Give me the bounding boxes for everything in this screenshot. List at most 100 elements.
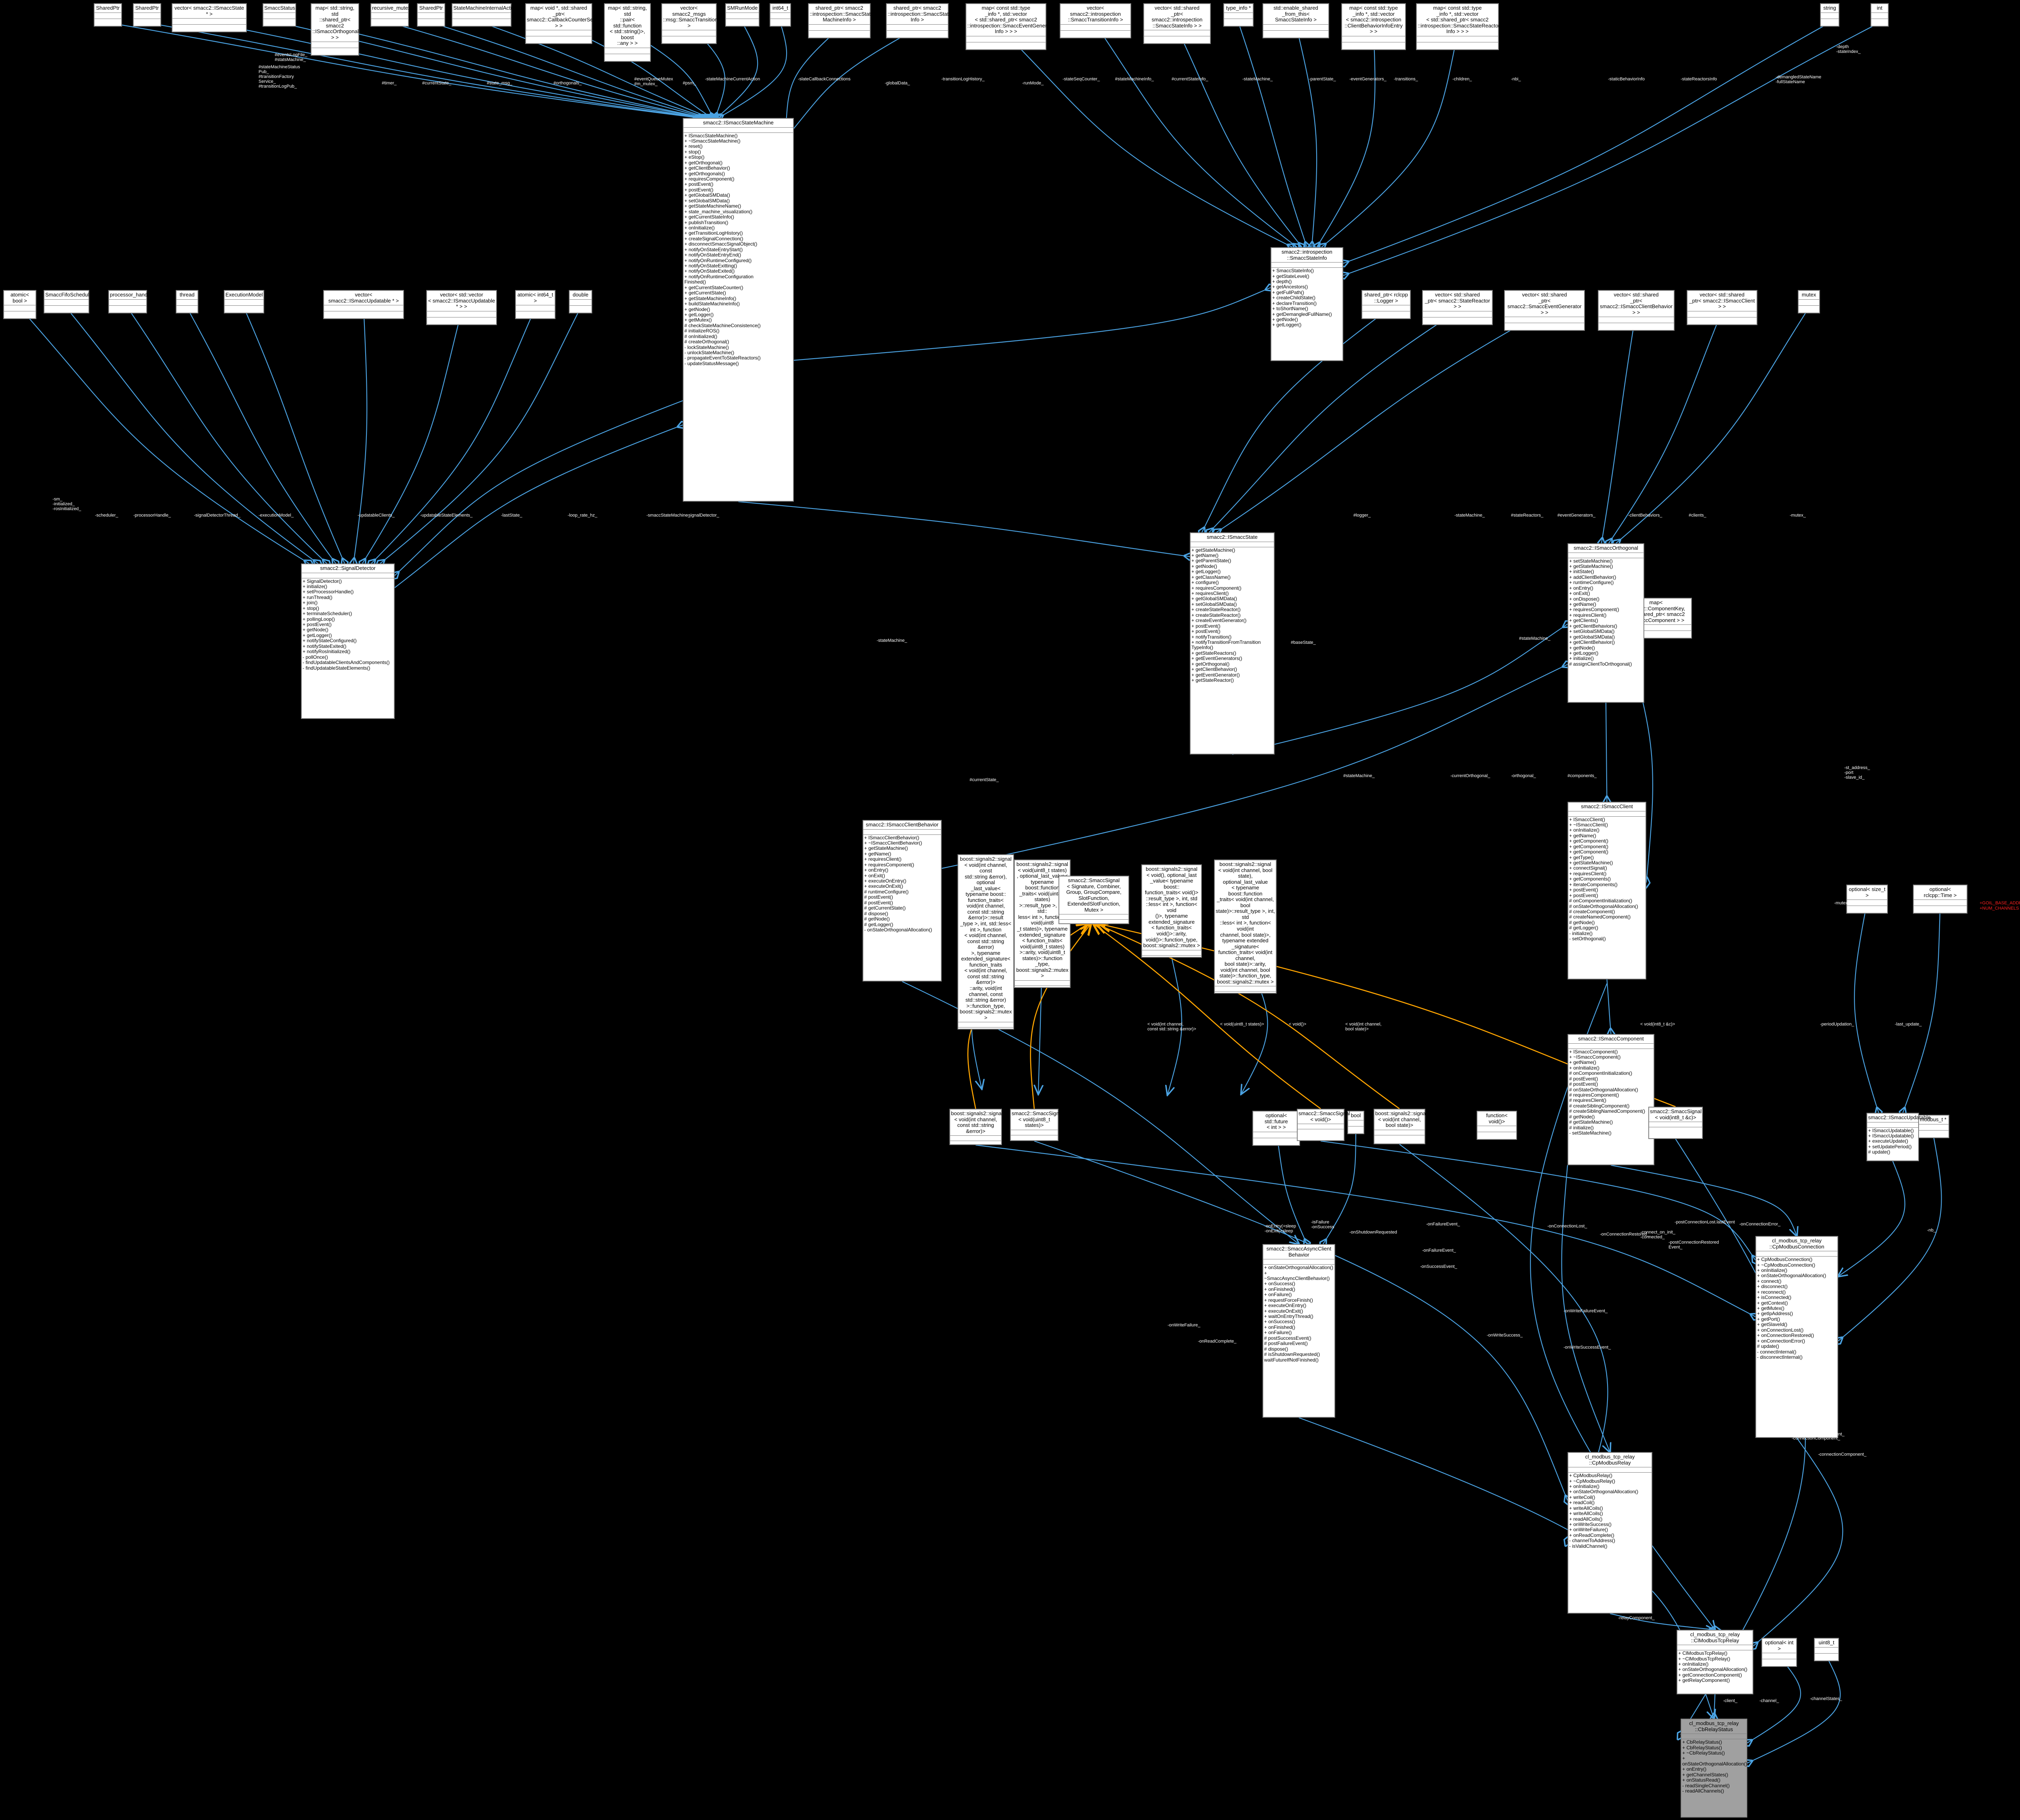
- class-member: + ~ISmaccComponent(): [1569, 1054, 1621, 1060]
- class-node-operations: [371, 19, 408, 26]
- class-node-n_recmutex[interactable]: recursive_mutex: [370, 3, 410, 27]
- class-node-n_mapvoid[interactable]: map< void *, std::shared _ptr< smacc2::C…: [525, 3, 614, 44]
- class-node-n_icomp[interactable]: smacc2::ISmaccComponent+ ISmaccComponent…: [1568, 1034, 1654, 1165]
- class-member: + getOrthogonal(): [684, 160, 723, 166]
- class-member: - isValidChannel(): [1569, 1543, 1608, 1549]
- class-node-n_mutex2[interactable]: mutex: [1798, 290, 1820, 313]
- class-node-operations: [1059, 920, 1128, 921]
- class-member: + readCoil(): [1569, 1500, 1595, 1506]
- class-node-attributes: [1681, 1734, 1746, 1740]
- class-node-title: map< std::string, std ::pair< std::funct…: [605, 4, 650, 48]
- class-node-n_typeinfo[interactable]: type_info *: [1223, 3, 1254, 27]
- class-node-n_mappair[interactable]: map< std::string, std ::pair< std::funct…: [604, 3, 651, 62]
- class-node-n_sharedptr1[interactable]: SharedPtr: [94, 3, 122, 27]
- connector: [1343, 22, 1830, 263]
- class-node-attributes: [1191, 542, 1274, 547]
- class-member: + reset(): [684, 143, 703, 149]
- class-member: + onSuccess(): [1264, 1319, 1296, 1325]
- connector: [394, 425, 683, 588]
- class-member: + executeUpdate(): [1868, 1138, 1908, 1144]
- class-node-n_optint[interactable]: optional< int >: [1761, 1638, 1797, 1667]
- class-node-n_vecsharedcb[interactable]: vector< std::shared _ptr< smacc2::ISmacc…: [1598, 290, 1675, 331]
- class-member: + onStateOrthogonalAllocation(): [1569, 1489, 1639, 1495]
- class-node-n_vecvecupd[interactable]: vector< std::vector < smacc2::ISmaccUpda…: [426, 290, 497, 325]
- class-node-n_smaccstatus[interactable]: SmaccStatus: [263, 3, 296, 27]
- class-node-n_atomicbool1[interactable]: atomic< bool >: [3, 290, 36, 319]
- class-node-n_sig3[interactable]: boost::signals2::signal < void(), option…: [1141, 864, 1202, 958]
- class-node-n_sigsmacc[interactable]: smacc2::SmaccSignal < Signature, Combine…: [1058, 876, 1129, 924]
- class-node-attributes: [311, 42, 358, 48]
- class-member: + getType(): [1569, 854, 1594, 860]
- class-node-n_prochandle[interactable]: processor_handle: [108, 290, 152, 313]
- class-node-n_enableshared[interactable]: std::enable_shared _from_this< SmaccStat…: [1262, 3, 1329, 38]
- class-node-title: smacc2::SmaccSignal < void(uint8_t state…: [1011, 1110, 1063, 1130]
- class-node-n_sharedsmi[interactable]: shared_ptr< smacc2 ::introspection::Smac…: [808, 3, 873, 38]
- class-node-n_clrelay[interactable]: cl_modbus_tcp_relay ::ClModbusTcpRelay+ …: [1677, 1630, 1753, 1694]
- class-node-n_mapcbi[interactable]: map< const std::type _info *, std::vecto…: [1341, 3, 1406, 50]
- connector: [19, 307, 309, 563]
- class-node-n_sig4[interactable]: boost::signals2::signal < void(int chann…: [1214, 860, 1277, 994]
- class-node-n_sigvoid_a[interactable]: boost::signals2::signal < void(int chann…: [949, 1109, 1003, 1145]
- class-node-n_vecstate[interactable]: vector< smacc2::ISmaccState * >: [172, 3, 247, 33]
- class-node-title: SharedPtr: [134, 4, 160, 13]
- edge-label: < void(int channel, bool state)>: [1345, 1022, 1382, 1032]
- class-node-n_bool2[interactable]: bool: [1347, 1111, 1364, 1134]
- class-node-n_icb[interactable]: smacc2::ISmaccClientBehavior+ ISmaccClie…: [863, 820, 942, 981]
- class-node-n_sigvoid_b[interactable]: smacc2::SmaccSignal < void(uint8_t state…: [1010, 1109, 1063, 1141]
- class-node-n_mapshared[interactable]: map< std::string, std ::shared_ptr< smac…: [311, 3, 359, 56]
- class-node-n_vecsharedeg[interactable]: vector< std::shared _ptr< smacc2::SmaccE…: [1504, 290, 1585, 331]
- class-member: + getPort(): [1757, 1316, 1780, 1322]
- class-node-n_iupd[interactable]: smacc2::ISmaccUpdatable+ ISmaccUpdatable…: [1866, 1113, 1931, 1161]
- class-node-n_cpconn[interactable]: cl_modbus_tcp_relay ::CpModbusConnection…: [1755, 1236, 1838, 1438]
- class-node-n_sharedssi[interactable]: shared_ptr< smacc2 ::introspection::Smac…: [886, 3, 951, 38]
- edge-label: -slateCallbackConnections: [798, 77, 851, 82]
- class-node-n_functionvoid[interactable]: function< void()>: [1477, 1111, 1517, 1140]
- class-node-n_smrunmode[interactable]: SMRunMode: [725, 3, 760, 27]
- class-node-n_double[interactable]: double: [569, 290, 592, 313]
- class-node-n_iortho[interactable]: smacc2::ISmaccOrthogonal+ setStateMachin…: [1568, 543, 1644, 703]
- class-node-n_optsizet[interactable]: optional< size_t >: [1846, 885, 1888, 914]
- class-member: + getLogger(): [1569, 650, 1599, 656]
- class-node-n_istate[interactable]: smacc2::ISmaccState+ getStateMachine()+ …: [1190, 532, 1275, 754]
- class-node-n_sig1[interactable]: boost::signals2::signal < void(int chann…: [957, 854, 1014, 1030]
- class-node-operations: [887, 31, 948, 38]
- class-node-n_thread[interactable]: thread: [176, 290, 198, 313]
- class-node-n_fifosched[interactable]: SmaccFifoScheduler: [44, 290, 94, 313]
- edge-label: -stateMachine_: [1454, 513, 1485, 518]
- edge-label: -onReadComplete_: [1198, 1339, 1237, 1344]
- class-node-n_vecmsgs[interactable]: vector< smacc2_msgs ::msg::SmaccTransiti…: [661, 3, 739, 44]
- class-node-n_int64[interactable]: int64_t: [770, 3, 791, 27]
- class-member: + notifyOnStateEntryEnd(): [684, 252, 741, 258]
- class-node-n_sigvoid_d[interactable]: boost::signals2::signal < void(int chann…: [1374, 1109, 1427, 1144]
- class-node-n_cprelay[interactable]: cl_modbus_tcp_relay ::CpModbusRelay+ CpM…: [1568, 1452, 1652, 1614]
- class-node-n_optchrono[interactable]: optional< rclcpp::Time >: [1913, 885, 1967, 914]
- class-node-n_vecsharedssi[interactable]: vector< std::shared _ptr< smacc2::intros…: [1143, 3, 1211, 44]
- class-node-n_uint8[interactable]: uint8_t: [1814, 1638, 1839, 1661]
- class-node-n_sm[interactable]: smacc2::ISmaccStateMachine+ ISmaccStateM…: [683, 118, 794, 502]
- class-node-n_vectransinfo[interactable]: vector< smacc2::introspection ::SmaccTra…: [1060, 3, 1131, 38]
- class-node-n_mapeventgen[interactable]: map< const std::type _info *, std::vecto…: [966, 3, 1056, 50]
- class-node-n_asyncbehavior[interactable]: smacc2::SmaccAsyncClient Behavior+ onSta…: [1262, 1244, 1335, 1418]
- class-node-n_optfuture[interactable]: optional< std::future < int > >: [1252, 1111, 1300, 1146]
- class-node-n_sharedlogger[interactable]: shared_ptr< rclcpp ::Logger >: [1361, 290, 1411, 319]
- class-node-n_introsp[interactable]: smacc2::introspection ::SmaccStateInfo+ …: [1271, 247, 1343, 361]
- class-node-n_atomicint64[interactable]: atomic< int64_t >: [515, 290, 556, 319]
- class-node-n_sigvoid_c[interactable]: smacc2::SmaccSignal < void()>: [1297, 1109, 1350, 1141]
- class-node-attributes: [1918, 1124, 1948, 1131]
- class-node-n_execmodel[interactable]: ExecutionModel: [224, 290, 264, 313]
- class-node-n_smia[interactable]: StateMachineInternalAction: [452, 3, 518, 27]
- class-node-n_string[interactable]: string: [1820, 3, 1839, 27]
- class-node-operations: [177, 306, 198, 313]
- class-node-n_vecsharedcl[interactable]: vector< std::shared _ptr< smacc2::ISmacc…: [1687, 290, 1757, 325]
- class-node-n_sharedptr3[interactable]: SharedPtr: [417, 3, 445, 27]
- class-node-n_sigdet[interactable]: smacc2::SignalDetector+ SignalDetector()…: [301, 563, 395, 719]
- class-node-operations: [109, 306, 146, 313]
- class-node-n_mapsri[interactable]: map< const std::type _info *, std::vecto…: [1416, 3, 1500, 50]
- class-node-n_sharedptr2[interactable]: SharedPtr: [133, 3, 161, 27]
- class-node-n_vecsharedsr[interactable]: vector< std::shared _ptr< smacc2::StateR…: [1422, 290, 1493, 325]
- class-node-n_int[interactable]: int: [1871, 3, 1889, 27]
- class-node-n_sigvoid_e[interactable]: smacc2::SmaccSignal < void(int8_t &c)>: [1648, 1107, 1703, 1139]
- class-node-n_vecupdatable[interactable]: vector< smacc2::ISmaccUpdatable * >: [323, 290, 404, 319]
- class-node-n_iclient[interactable]: smacc2::ISmaccClient+ ISmaccClient()+ ~I…: [1568, 802, 1646, 979]
- class-node-n_cbrelay[interactable]: cl_modbus_tcp_relay ::CbRelayStatus+ CbR…: [1681, 1719, 1747, 1818]
